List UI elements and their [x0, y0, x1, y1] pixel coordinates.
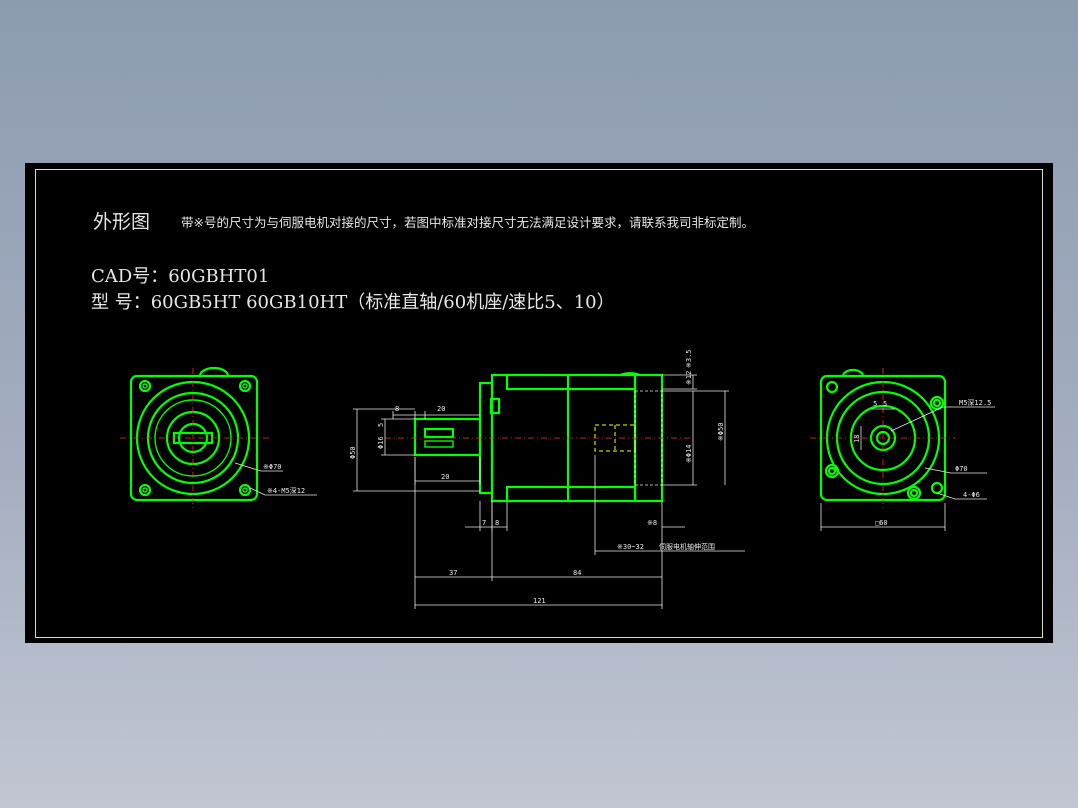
dim-shaft-d: Φ16 [377, 436, 385, 449]
dim-37: 37 [449, 569, 457, 577]
dim-right-8: ※8 [647, 519, 657, 527]
side-view: 8 20 20 7 8 37 84 121 ※8 ※30~32 [349, 349, 745, 609]
left-dim-1: ※4-M5深12 [267, 486, 305, 495]
right-dim-5: 5 [873, 400, 877, 408]
dim-7: 7 [482, 519, 486, 527]
dim-motor: ※Φ50 [717, 422, 725, 441]
right-dim-0: M5深12.5 [959, 398, 991, 407]
drawing-frame [35, 169, 1043, 638]
cad-drawing: ※Φ70 ※4-M5深12 [120, 349, 995, 609]
right-dim-2: 4-Φ6 [963, 491, 980, 499]
dim-8b: 8 [495, 519, 499, 527]
left-dim-0: ※Φ70 [263, 463, 282, 471]
drawing-sheet: 外形图 带※号的尺寸为与伺服电机对接的尺寸，若图中标准对接尺寸无法满足设计要求，… [25, 163, 1053, 643]
dim-20b: 20 [441, 473, 449, 481]
right-dim-6: 5 [883, 400, 887, 408]
left-view: ※Φ70 ※4-M5深12 [120, 366, 317, 508]
drawing-note: 带※号的尺寸为与伺服电机对接的尺寸，若图中标准对接尺寸无法满足设计要求，请联系我… [181, 215, 754, 230]
dim-shaft-key: 5 [377, 423, 385, 427]
dim-121: 121 [533, 597, 546, 605]
dim-20a: 20 [437, 405, 445, 413]
dim-top1: ※3.5 [685, 349, 693, 368]
right-dim-1: Φ70 [955, 465, 968, 473]
dim-body: Φ50 [349, 446, 357, 459]
dim-bottom-note: ※30~32 [617, 543, 644, 551]
model-number: 型 号：60GB5HT 60GB10HT（标准直轴/60机座/速比5、10） [91, 292, 615, 313]
drawing-title: 外形图 [93, 211, 151, 233]
right-view: 5 5 18 M5深12.5 Φ70 4-Φ6 □60 [810, 368, 995, 531]
dim-bottom-label: 伺服电机轴伸范围 [659, 542, 715, 551]
dim-motor-shaft: ※Φ14 [685, 444, 693, 463]
right-dim-4: 18 [853, 435, 861, 443]
cad-number: CAD号：60GBHT01 [91, 266, 270, 287]
dim-top2: ※12 [685, 371, 693, 385]
dim-84: 84 [573, 569, 581, 577]
right-dim-3: □60 [875, 519, 888, 527]
